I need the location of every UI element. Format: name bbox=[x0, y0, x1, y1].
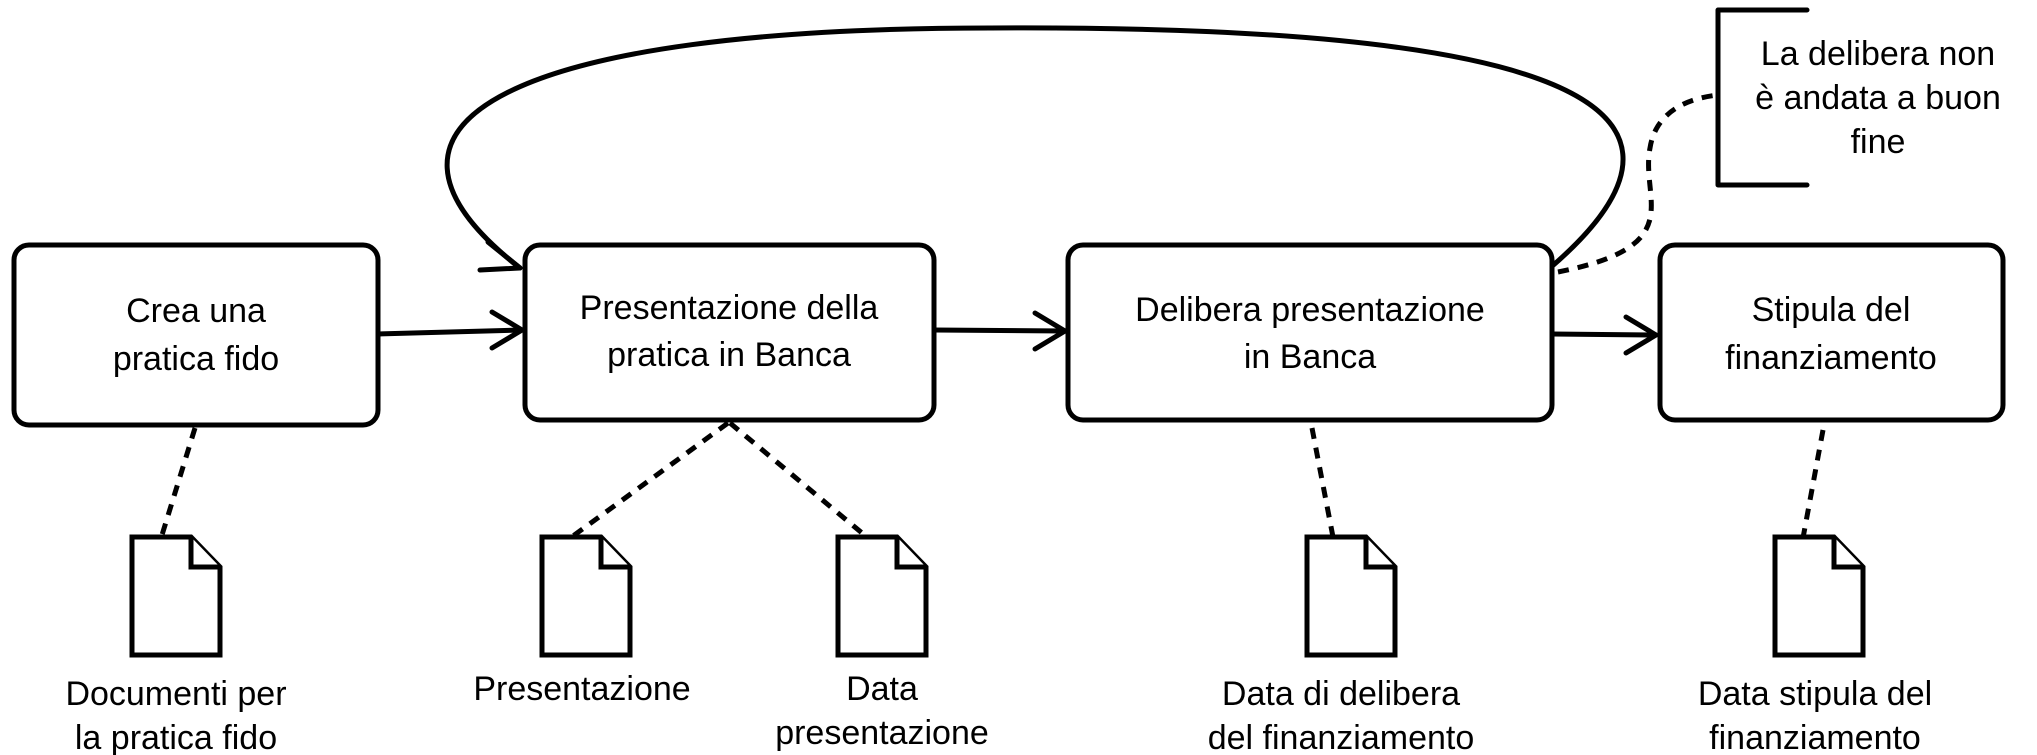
step-box bbox=[1065, 242, 1555, 423]
document-label-line-1: Data bbox=[846, 670, 918, 708]
document-label-line-1: Data di delibera bbox=[1222, 675, 1460, 713]
document-icon bbox=[539, 534, 633, 658]
association-step3-doc4 bbox=[1309, 427, 1336, 538]
step-label-line-2: pratica in Banca bbox=[607, 336, 851, 374]
loop-back-arrowhead bbox=[477, 239, 523, 273]
flow-arrow-3-head bbox=[1623, 314, 1659, 356]
step-box bbox=[11, 242, 381, 428]
association-step2-doc2 bbox=[571, 420, 730, 539]
document-label-line-1: Data stipula del bbox=[1698, 675, 1932, 713]
association-step1-doc1 bbox=[159, 427, 198, 536]
document-label-line-1: Presentazione bbox=[473, 670, 690, 708]
document-label-line-2: del finanziamento bbox=[1208, 719, 1475, 755]
document-icon bbox=[129, 534, 223, 658]
step-delibera: Delibera presentazione in Banca bbox=[1065, 242, 1555, 423]
flow-arrow-1-head bbox=[489, 309, 525, 351]
flow-arrow-1 bbox=[375, 327, 525, 337]
step-crea-pratica: Crea una pratica fido bbox=[11, 242, 381, 428]
step-label-line-2: in Banca bbox=[1244, 338, 1376, 376]
step-presentazione: Presentazione della pratica in Banca bbox=[522, 242, 937, 423]
document-icon bbox=[1772, 534, 1866, 658]
association-step4-doc5 bbox=[1800, 429, 1826, 539]
loop-back-arrow bbox=[444, 25, 1626, 271]
association-step2-doc3 bbox=[728, 421, 870, 540]
flow-arrow-2-head bbox=[1032, 310, 1068, 352]
flow-arrow-3 bbox=[1549, 331, 1659, 338]
annotation-text-line-1: La delibera non bbox=[1761, 35, 1995, 73]
annotation-text-line-2: è andata a buon bbox=[1755, 79, 2001, 117]
step-box bbox=[1657, 242, 2006, 423]
flow-arrow-2 bbox=[931, 327, 1068, 334]
step-label-line-1: Delibera presentazione bbox=[1135, 291, 1485, 329]
step-label-line-2: finanziamento bbox=[1725, 339, 1937, 377]
annotation-bracket bbox=[1715, 7, 1810, 188]
annotation-text-line-3: fine bbox=[1851, 123, 1906, 161]
document-icon bbox=[835, 534, 929, 658]
step-label-line-2: pratica fido bbox=[113, 340, 279, 378]
step-label-line-1: Stipula del bbox=[1752, 291, 1911, 329]
step-label-line-1: Presentazione della bbox=[580, 289, 879, 327]
step-label-line-1: Crea una bbox=[126, 292, 266, 330]
document-label-line-2: la pratica fido bbox=[75, 719, 277, 755]
document-icon bbox=[1304, 534, 1398, 658]
step-stipula: Stipula del finanziamento bbox=[1657, 242, 2006, 423]
document-label-line-2: finanziamento bbox=[1709, 719, 1921, 755]
association-annotation-arc bbox=[1557, 92, 1719, 275]
step-box bbox=[522, 242, 937, 423]
document-label-line-1: Documenti per bbox=[65, 675, 286, 713]
document-label-line-2: presentazione bbox=[775, 714, 989, 752]
